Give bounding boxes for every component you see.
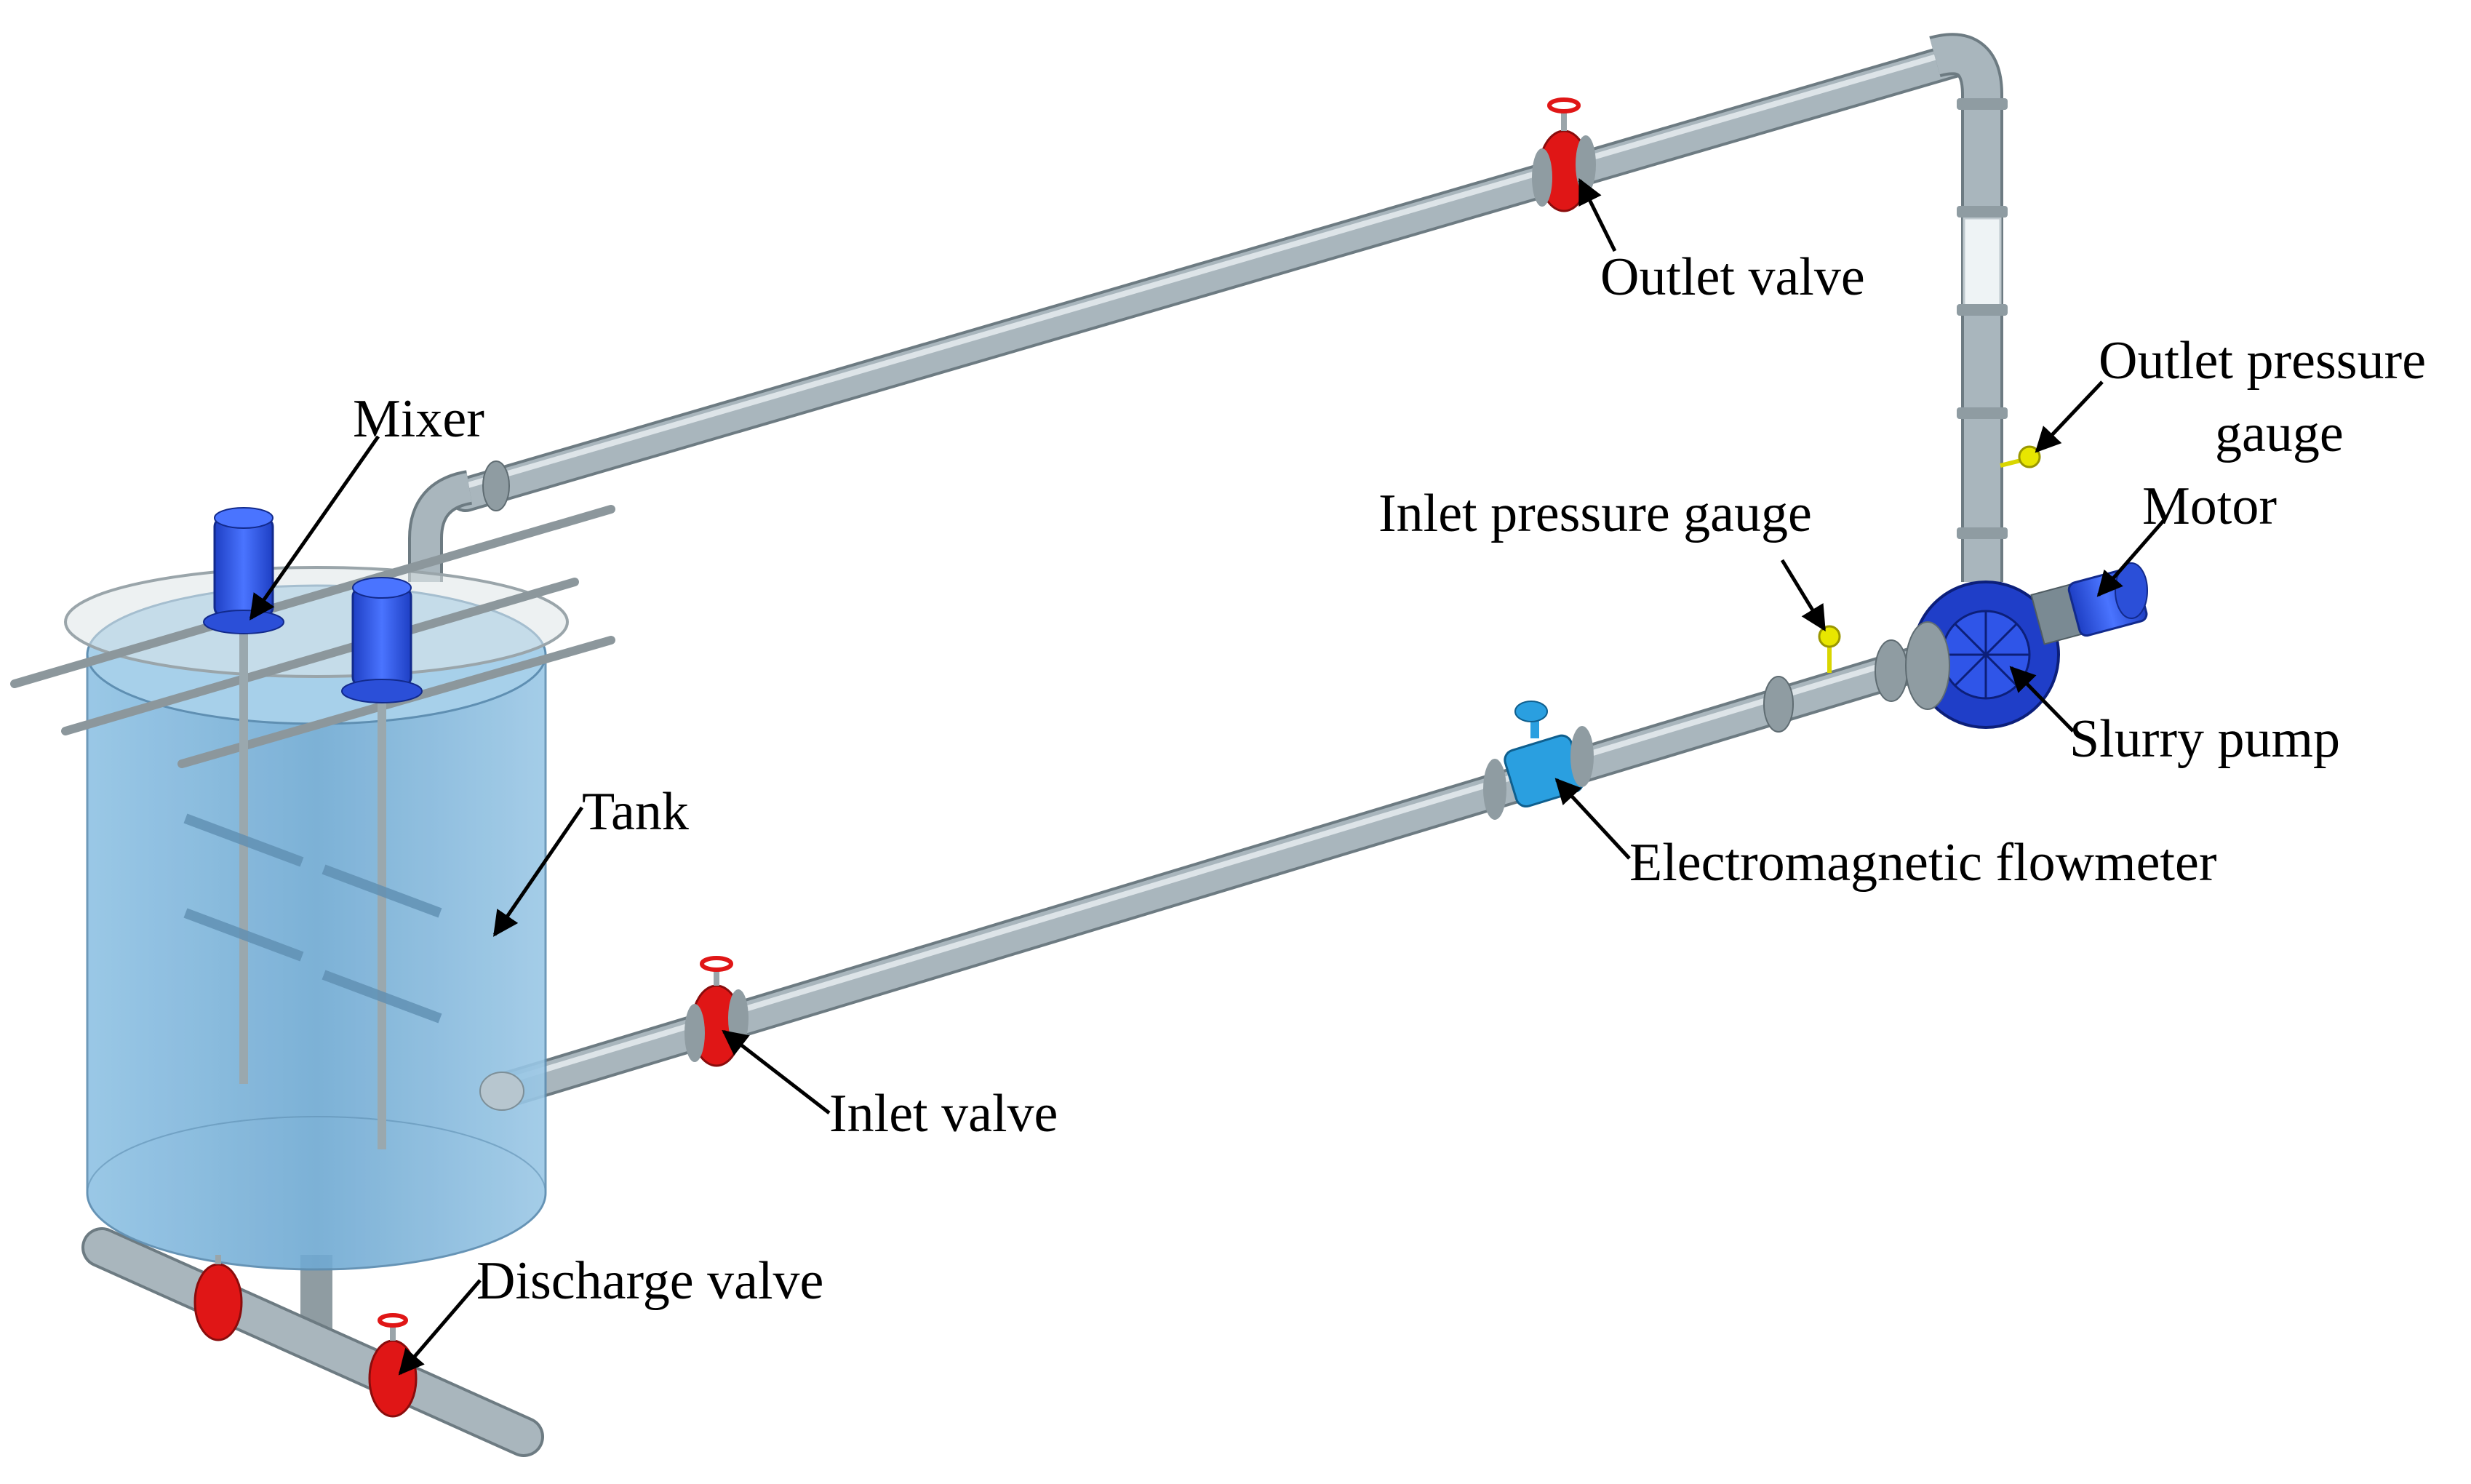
label-discharge-valve: Discharge valve [476,1251,823,1311]
mixer-motor-2 [341,577,423,703]
leader-arrows [249,177,2165,1376]
arrow-tank [492,806,584,937]
arrow-motor [2096,519,2165,597]
tank-body [86,653,547,1271]
outlet-vertical-pipe [1930,36,2000,582]
arrow-inlet-gauge [1780,559,1827,631]
outlet-valve [1532,97,1596,212]
lower-flanges [1763,639,1908,733]
label-mixer: Mixer [353,389,484,449]
upper-flange-near-tank [482,460,510,511]
tank-rim [64,566,569,678]
label-electromagnetic-flowmeter: Electromagnetic flowmeter [1629,833,2216,893]
label-outlet-pressure-gauge-line2: gauge [2215,404,2344,463]
arrow-outlet-valve [1578,177,1617,252]
discharge-valve-right [368,1313,418,1418]
label-tank: Tank [582,782,689,842]
outlet-pressure-gauge [2000,445,2041,468]
mixer-motor-1 [203,507,284,634]
tank-bottom [87,1116,546,1270]
arrow-outlet-gauge [2035,380,2104,453]
tank-inlet-stub [479,1072,524,1111]
upper-pipe-highlight [463,48,1960,489]
label-motor: Motor [2142,476,2277,536]
arrow-slurry-pump [2009,666,2075,733]
arrow-mixer [249,435,380,621]
arrow-inlet-valve [722,1029,831,1114]
label-slurry-pump: Slurry pump [2069,709,2340,769]
tank-elbow-body [411,473,473,582]
labels: Outlet valve Outlet pressure gauge Mixer… [353,247,2426,1311]
motor [2030,562,2148,645]
inlet-valve [684,956,749,1067]
label-outlet-pressure-gauge-line1: Outlet pressure [2099,331,2426,391]
discharge-pipe-body [84,1230,541,1454]
vertical-flanges [1957,98,2008,539]
observation-section [1963,217,2002,311]
mixer-blades [183,813,442,1024]
upper-pipe-body [451,45,1971,509]
mixer-shafts [239,633,386,1149]
label-inlet-valve: Inlet valve [829,1084,1058,1144]
arrow-flowmeter [1554,778,1631,860]
tank [10,505,615,1271]
discharge-valve-left [193,1255,243,1341]
label-outlet-valve: Outlet valve [1600,247,1865,307]
arrow-discharge-valve [398,1279,482,1376]
label-inlet-pressure-gauge: Inlet pressure gauge [1378,484,1812,543]
inlet-pressure-gauge [1818,625,1841,673]
